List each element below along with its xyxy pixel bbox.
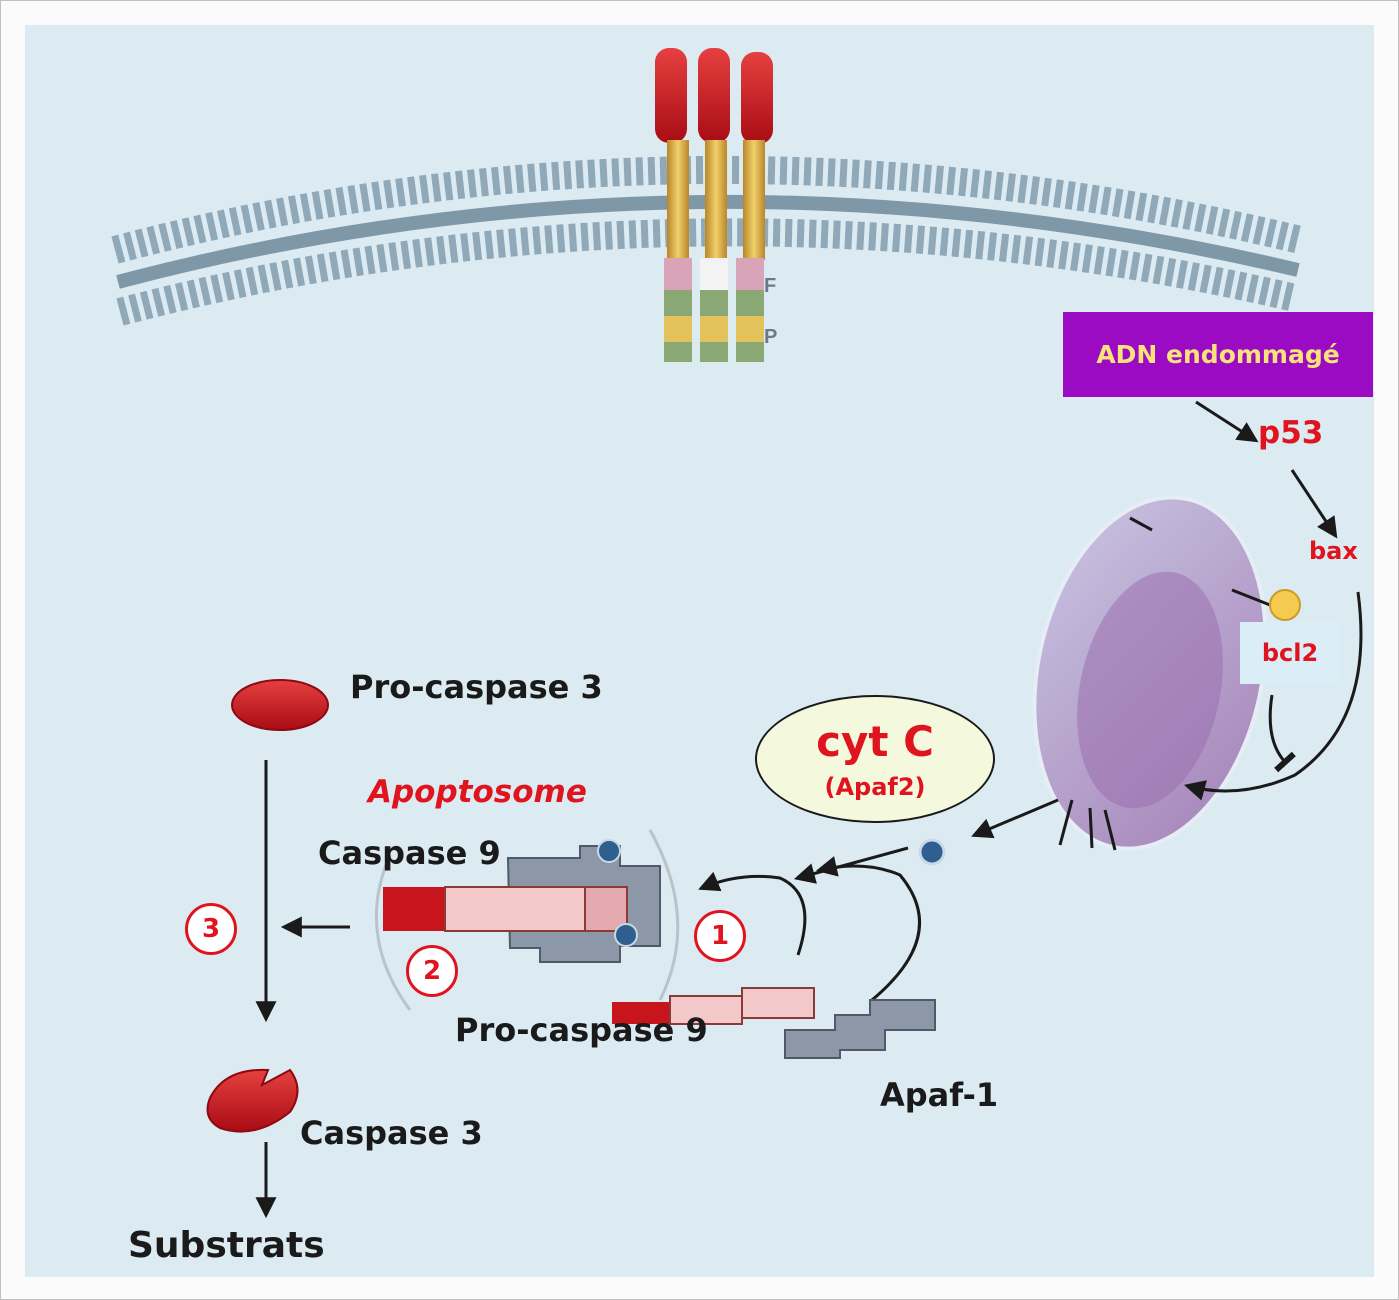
apoptosome-label: Apoptosome [368,774,587,810]
bcl2-box: bcl2 [1240,622,1340,684]
bcl2-label: bcl2 [1261,639,1319,667]
caspase-3-label: Caspase 3 [300,1114,483,1152]
p53-label: p53 [1258,415,1324,451]
receptor-label-f: F [764,275,776,297]
death-receptor-trimer [655,48,773,362]
pro-caspase-3-label: Pro-caspase 3 [350,668,603,706]
bax-label: bax [1309,537,1358,565]
step-1-badge: 1 [694,910,746,962]
cytc-label: cyt C [816,717,934,766]
pro-caspase-9-shape [612,987,815,1025]
substrats-label: Substrats [128,1225,325,1266]
cytochrome-c-oval: cyt C (Apaf2) [755,695,995,823]
pro-caspase-3-shape [231,679,329,731]
apoptosome-complex [374,829,680,1011]
damaged-dna-label: ADN endommagé [1096,340,1340,369]
pathway-arrows [255,400,1363,1219]
apaf-1-label: Apaf-1 [880,1076,999,1114]
caspase-9-label: Caspase 9 [318,834,501,872]
step-2-badge: 2 [406,945,458,997]
mitochondrion [1032,495,1301,851]
cytochrome-c-dot [918,838,946,866]
pro-caspase-9-label: Pro-caspase 9 [455,1011,708,1049]
plasma-membrane [111,155,1304,326]
apaf2-label: (Apaf2) [824,773,926,801]
apaf1-shape [784,999,936,1059]
caspase-3-shape [206,1068,299,1133]
receptor-label-p: P [764,326,777,348]
damaged-dna-box: ADN endommagé [1063,312,1373,397]
step-3-badge: 3 [185,903,237,955]
